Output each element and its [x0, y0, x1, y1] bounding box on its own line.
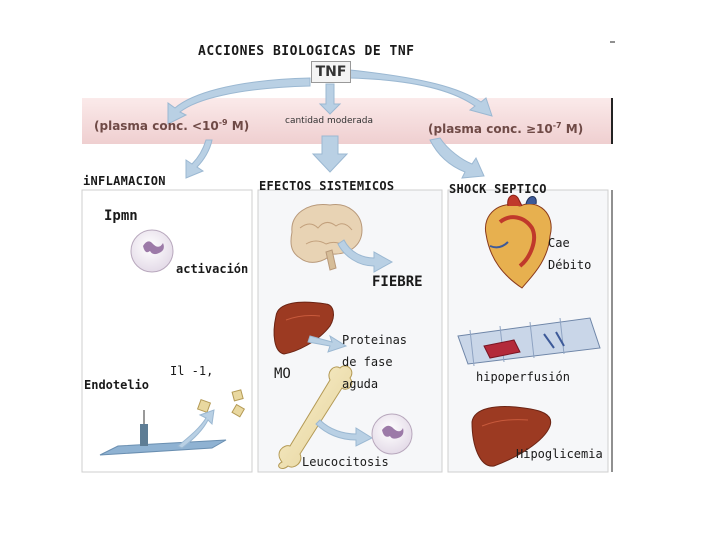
- proteins-line-1: Proteinas: [342, 333, 408, 347]
- leukocytosis-arrow: [315, 419, 374, 447]
- mo-label: MO: [274, 366, 291, 382]
- high-conc-prefix: (plasma conc. ≥10: [428, 122, 553, 136]
- tnf-label: TNF: [311, 61, 351, 83]
- inflammation-header: iNFLAMACION: [83, 174, 166, 188]
- il1-particles-icon: [196, 389, 246, 418]
- moderate-amount-label: cantidad moderada: [285, 116, 373, 126]
- hypoglycemia-label: Hipoglicemia: [516, 447, 603, 461]
- endothelium-label: Endotelio: [84, 378, 150, 392]
- low-concentration-label: (plasma conc. <10-9 M): [94, 112, 249, 137]
- low-conc-exponent: -9: [218, 118, 228, 127]
- down-arrows: [185, 135, 485, 179]
- diagram-title: ACCIONES BIOLOGICAS DE TNF: [198, 44, 415, 59]
- high-conc-suffix: M): [561, 122, 584, 136]
- bone-icon: [278, 365, 353, 469]
- proteins-line-2: de fase: [342, 355, 393, 369]
- leukocyte-cell-icon: [371, 413, 413, 455]
- high-concentration-label: (plasma conc. ≥10-7 M): [428, 115, 583, 140]
- fever-label: FIEBRE: [372, 274, 423, 290]
- leukocytosis-label: Leucocitosis: [302, 455, 389, 469]
- pmn-label: Ipmn: [104, 208, 138, 224]
- output-line-1: Cae: [548, 236, 570, 250]
- fever-arrow: [337, 239, 394, 273]
- activation-label: activación: [176, 262, 249, 276]
- proteins-arrow: [307, 334, 348, 353]
- vessel-icon: [457, 317, 601, 367]
- liver-shock-icon: [471, 406, 552, 467]
- low-conc-prefix: (plasma conc. <10: [94, 119, 219, 133]
- il1-label: Il -1,: [170, 364, 214, 378]
- panel-inflammation: [81, 189, 253, 473]
- low-conc-suffix: M): [227, 119, 250, 133]
- septic-shock-header: SHOCK SEPTICO: [449, 182, 547, 196]
- heart-icon: [484, 194, 552, 289]
- tnf-arrows: [167, 69, 493, 125]
- endothelium-icon: [99, 409, 227, 456]
- liver-icon: [273, 301, 334, 355]
- systemic-effects-header: EFECTOS SISTEMICOS: [259, 179, 395, 193]
- proteins-line-3: aguda: [342, 377, 379, 391]
- output-line-2: Débito: [548, 258, 592, 272]
- pmn-cell-icon: [130, 229, 174, 273]
- high-conc-exponent: -7: [552, 121, 562, 130]
- hypoperfusion-label: hipoperfusión: [476, 370, 570, 384]
